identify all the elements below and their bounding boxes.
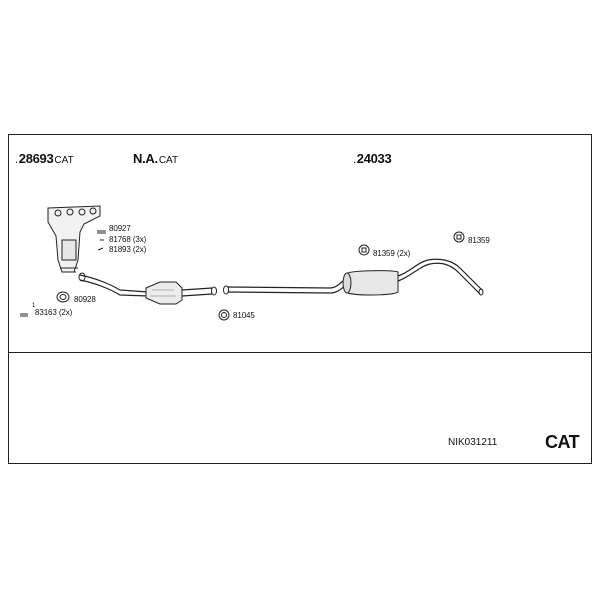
part-label-80928[interactable]: 80928 [74, 295, 96, 304]
section-number: N.A. [133, 151, 158, 166]
kit-type: CAT [545, 432, 580, 452]
part-qty-marker: 1 [32, 303, 36, 309]
intermediate-pipe-icon [223, 275, 353, 295]
section-header-na: N.A.CAT [133, 152, 178, 166]
section-prefix: . [353, 154, 356, 166]
frame-divider [8, 352, 592, 353]
section-header-28693: .28693CAT [15, 152, 74, 166]
section-suffix: CAT [54, 155, 74, 166]
section-header-24033: .24033 [353, 151, 392, 166]
catalytic-converter-icon [145, 281, 217, 305]
section-number: 24033 [356, 151, 392, 166]
kit-code: NIK031211 [448, 437, 498, 448]
part-label-81893[interactable]: 81893 (2x) [109, 245, 147, 254]
section-number: 28693 [18, 151, 54, 166]
stud-icon [97, 230, 106, 234]
section-suffix: CAT [158, 155, 179, 166]
part-label-81359[interactable]: 81359 [468, 236, 490, 245]
part-label-81359-2x[interactable]: 81359 (2x) [373, 249, 411, 258]
mounting-rubber-icon [453, 231, 465, 243]
front-pipe-icon [78, 272, 149, 297]
washer-icon [97, 247, 104, 251]
section-prefix: . [15, 154, 18, 166]
part-label-81045[interactable]: 81045 [233, 311, 255, 320]
mounting-rubber-icon [358, 244, 370, 256]
part-label-83163[interactable]: 83163 (2x) [35, 308, 73, 317]
bolt-icon [20, 313, 28, 317]
gasket-icon [56, 291, 70, 303]
part-label-80927[interactable]: 80927 [109, 224, 131, 233]
rubber-ring-icon [218, 309, 230, 321]
rear-silencer-icon [342, 258, 484, 296]
exhaust-manifold-icon [47, 205, 101, 273]
part-label-81768[interactable]: 81768 (3x) [109, 235, 147, 244]
diagram-frame [8, 134, 592, 464]
